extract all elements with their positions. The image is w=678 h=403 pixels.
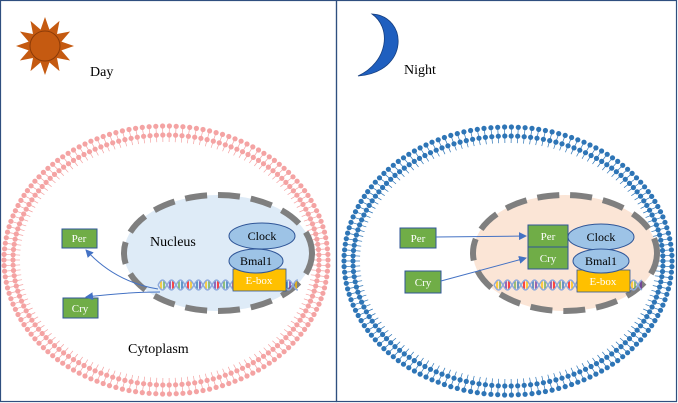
night-cry-arrow — [440, 255, 527, 282]
day-per-box — [61, 228, 98, 249]
night-label: Night — [404, 63, 436, 78]
night-panel: Night E-box Clock Bmal1 Per Cry Per Cry — [335, 0, 678, 403]
night-cry-box — [404, 270, 442, 294]
night-cell-membrane — [341, 124, 675, 398]
night-panel-border — [335, 0, 678, 403]
night-per-arrow — [435, 232, 527, 241]
day-per-label: Per — [72, 233, 87, 245]
night-bmal1-label: Bmal1 — [585, 254, 617, 268]
night-bmal1-protein — [572, 248, 630, 274]
day-ebox-label: E-box — [246, 275, 273, 287]
sun-icon — [16, 17, 74, 75]
day-bmal1-protein — [228, 248, 284, 274]
night-cry-label: Cry — [415, 277, 432, 289]
cytoplasm-label: Cytoplasm — [128, 342, 189, 357]
day-nucleus-label: Nucleus — [150, 235, 196, 250]
night-per-label: Per — [411, 233, 426, 245]
night-per-bound-label: Per — [541, 231, 556, 243]
day-bmal1-label: Bmal1 — [240, 254, 272, 268]
day-cry-label: Cry — [72, 303, 89, 315]
day-cell-membrane — [1, 123, 331, 397]
night-ebox-label: E-box — [590, 276, 617, 288]
day-panel: Day Nucleus E-box Clock Bmal1 Per Cry Cy… — [0, 0, 338, 403]
night-clock-label: Clock — [587, 230, 616, 244]
day-cry-arrow — [85, 291, 161, 301]
day-label: Day — [90, 65, 113, 80]
night-per-box — [399, 227, 437, 249]
moon-icon — [357, 13, 399, 77]
night-cry-bound-box — [527, 246, 569, 270]
day-cry-box — [62, 297, 99, 319]
day-clock-label: Clock — [248, 229, 277, 243]
day-nucleus — [121, 192, 315, 314]
night-cry-bound-label: Cry — [540, 253, 557, 265]
day-per-arrow — [85, 249, 159, 290]
